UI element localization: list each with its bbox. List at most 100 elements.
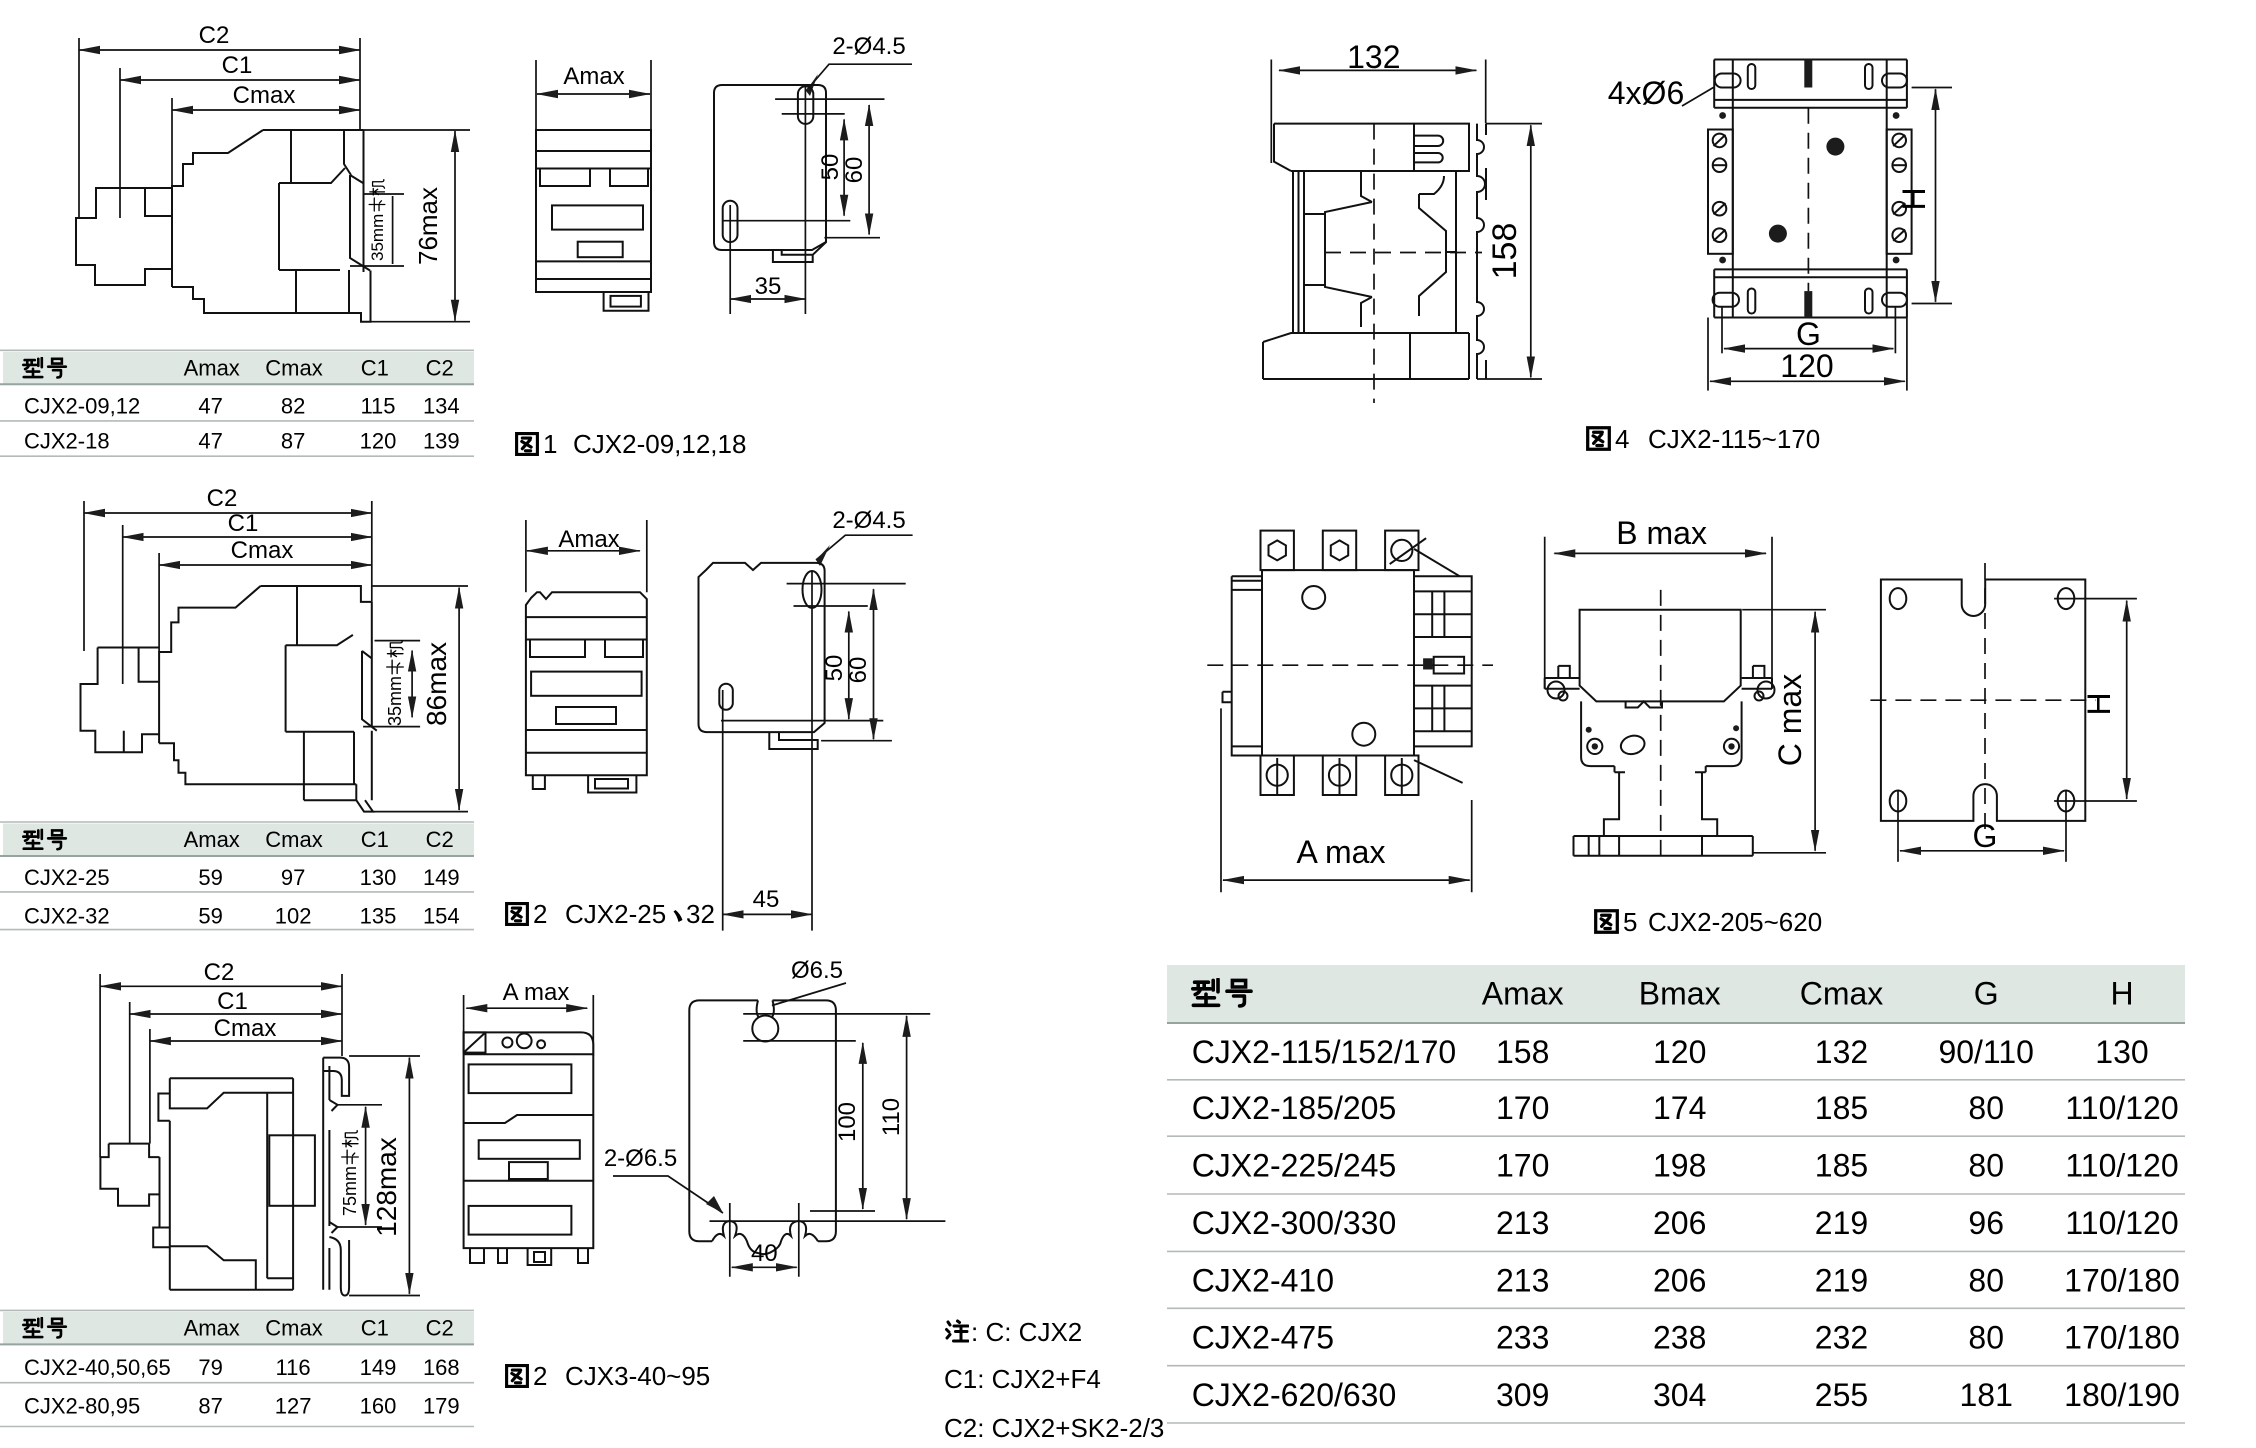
svg-text:2-Ø6.5: 2-Ø6.5 [604, 1145, 677, 1172]
svg-text:160: 160 [360, 1394, 397, 1419]
svg-text:H: H [2110, 976, 2133, 1012]
svg-text:170: 170 [1496, 1148, 1549, 1184]
svg-text:CJX2-80,95: CJX2-80,95 [24, 1394, 140, 1419]
svg-text:50: 50 [821, 655, 848, 682]
svg-text:Amax: Amax [184, 827, 240, 852]
svg-text:87: 87 [198, 1394, 222, 1419]
svg-text:CJX2-32: CJX2-32 [24, 904, 110, 929]
svg-text:C2: CJX2+SK2-2/3: C2: CJX2+SK2-2/3 [944, 1413, 1164, 1443]
svg-text:110: 110 [878, 1098, 905, 1136]
svg-text:100: 100 [834, 1102, 861, 1142]
svg-text:185: 185 [1815, 1148, 1868, 1184]
svg-text:87: 87 [281, 429, 305, 454]
svg-text:G: G [1974, 976, 1999, 1012]
svg-text:2-Ø4.5: 2-Ø4.5 [832, 33, 905, 60]
svg-text:139: 139 [423, 429, 460, 454]
svg-text:CJX2-225/245: CJX2-225/245 [1192, 1148, 1397, 1184]
svg-text:255: 255 [1815, 1377, 1868, 1413]
svg-text:219: 219 [1815, 1262, 1868, 1298]
svg-text:Amax: Amax [1482, 976, 1564, 1012]
svg-text:86max: 86max [421, 642, 452, 726]
svg-text:CJX2-300/330: CJX2-300/330 [1192, 1205, 1397, 1241]
svg-text:206: 206 [1653, 1262, 1706, 1298]
svg-text:168: 168 [423, 1355, 460, 1380]
svg-text:213: 213 [1496, 1205, 1549, 1241]
svg-text:115: 115 [360, 394, 395, 419]
svg-text:110/120: 110/120 [2065, 1090, 2178, 1126]
svg-text:: C: CJX2: : C: CJX2 [971, 1317, 1082, 1347]
svg-text:130: 130 [2095, 1034, 2148, 1070]
svg-text:120: 120 [360, 429, 397, 454]
svg-text:149: 149 [360, 1355, 397, 1380]
svg-text:C1: C1 [217, 988, 248, 1015]
svg-text:180/190: 180/190 [2064, 1377, 2180, 1413]
svg-text:B max: B max [1616, 515, 1707, 551]
svg-text:170/180: 170/180 [2064, 1320, 2180, 1356]
svg-text:C1: CJX2+F4: C1: CJX2+F4 [944, 1364, 1101, 1394]
svg-text:96: 96 [1968, 1205, 2004, 1241]
svg-text:47: 47 [198, 429, 222, 454]
svg-text:Ø6.5: Ø6.5 [791, 957, 843, 984]
svg-text:CJX2-18: CJX2-18 [24, 429, 110, 454]
svg-text:Amax: Amax [563, 63, 624, 90]
svg-text:C1: C1 [228, 510, 259, 537]
svg-text:CJX3-40~95: CJX3-40~95 [565, 1361, 710, 1391]
svg-text:134: 134 [423, 394, 460, 419]
svg-text:CJX2-185/205: CJX2-185/205 [1192, 1090, 1397, 1126]
svg-text:Cmax: Cmax [265, 827, 322, 852]
svg-text:219: 219 [1815, 1205, 1868, 1241]
svg-text:C2: C2 [426, 356, 454, 381]
svg-text:120: 120 [1780, 348, 1833, 384]
svg-text:C2: C2 [199, 22, 230, 49]
svg-text:79: 79 [198, 1355, 222, 1380]
svg-text:C1: C1 [361, 827, 389, 852]
svg-text:45: 45 [753, 886, 780, 913]
svg-text:4: 4 [1615, 424, 1629, 454]
svg-text:127: 127 [275, 1394, 312, 1419]
svg-text:304: 304 [1653, 1377, 1706, 1413]
svg-text:80: 80 [1968, 1090, 2004, 1126]
svg-text:130: 130 [360, 865, 397, 890]
svg-text:40: 40 [751, 1240, 778, 1267]
svg-text:CJX2-205~620: CJX2-205~620 [1648, 907, 1822, 937]
svg-text:181: 181 [1960, 1377, 2013, 1413]
svg-text:CJX2-115/152/170: CJX2-115/152/170 [1192, 1034, 1456, 1070]
svg-text:80: 80 [1968, 1262, 2004, 1298]
svg-text:H: H [1896, 187, 1932, 210]
svg-text:97: 97 [281, 865, 305, 890]
svg-text:35: 35 [755, 273, 782, 300]
svg-text:CJX2-25: CJX2-25 [565, 899, 666, 929]
svg-text:Amax: Amax [558, 526, 619, 553]
svg-text:35mm: 35mm [368, 214, 387, 261]
svg-text:59: 59 [198, 865, 222, 890]
svg-text:110/120: 110/120 [2065, 1205, 2178, 1241]
svg-text:238: 238 [1653, 1320, 1706, 1356]
svg-text:CJX2-475: CJX2-475 [1192, 1320, 1334, 1356]
svg-text:C2: C2 [426, 827, 454, 852]
svg-text:C1: C1 [222, 52, 253, 79]
svg-text:2-Ø4.5: 2-Ø4.5 [832, 507, 905, 534]
svg-text:309: 309 [1496, 1377, 1549, 1413]
svg-text:C2: C2 [426, 1316, 454, 1341]
svg-text:CJX2-410: CJX2-410 [1192, 1262, 1334, 1298]
svg-text:59: 59 [198, 904, 222, 929]
svg-text:CJX2-40,50,65: CJX2-40,50,65 [24, 1355, 171, 1380]
svg-text:82: 82 [281, 394, 305, 419]
svg-text:75mm: 75mm [340, 1166, 360, 1216]
svg-text:110/120: 110/120 [2065, 1148, 2178, 1184]
svg-text:60: 60 [845, 657, 872, 684]
svg-text:232: 232 [1815, 1320, 1868, 1356]
svg-text:C2: C2 [204, 959, 235, 986]
svg-text:179: 179 [423, 1394, 460, 1419]
svg-text:5: 5 [1623, 907, 1637, 937]
svg-text:206: 206 [1653, 1205, 1706, 1241]
svg-text:C1: C1 [361, 1316, 389, 1341]
svg-text:50: 50 [817, 154, 844, 181]
svg-text:32: 32 [686, 899, 715, 929]
svg-text:76max: 76max [413, 187, 443, 265]
svg-text:35mm: 35mm [385, 676, 405, 726]
svg-text:128max: 128max [371, 1137, 402, 1237]
svg-text:132: 132 [1815, 1034, 1868, 1070]
svg-text:135: 135 [360, 904, 397, 929]
svg-text:47: 47 [198, 394, 222, 419]
